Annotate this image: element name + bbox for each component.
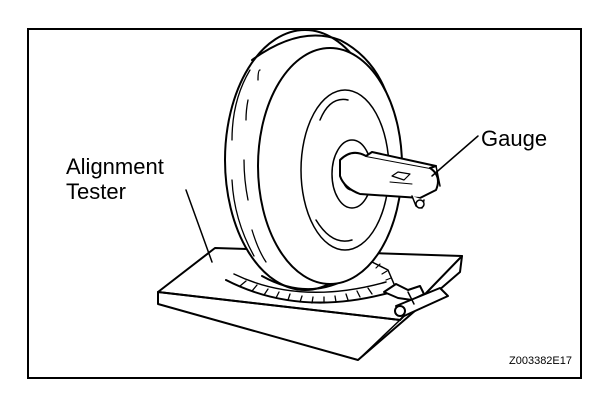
alignment-tester-label-line1: Alignment (66, 154, 164, 179)
alignment-tester-label-line2: Tester (66, 179, 126, 204)
gauge-leader (431, 135, 479, 177)
turntable-dial (225, 261, 395, 304)
camber-gauge (339, 151, 441, 209)
turntable-lock-pin (383, 283, 449, 317)
alignment-tester-leader (185, 189, 213, 263)
alignment-tester-label: Alignment Tester (66, 154, 164, 204)
gauge-label: Gauge (481, 126, 548, 151)
tire (224, 29, 403, 291)
figure-code: Z003382E17 (509, 355, 572, 367)
